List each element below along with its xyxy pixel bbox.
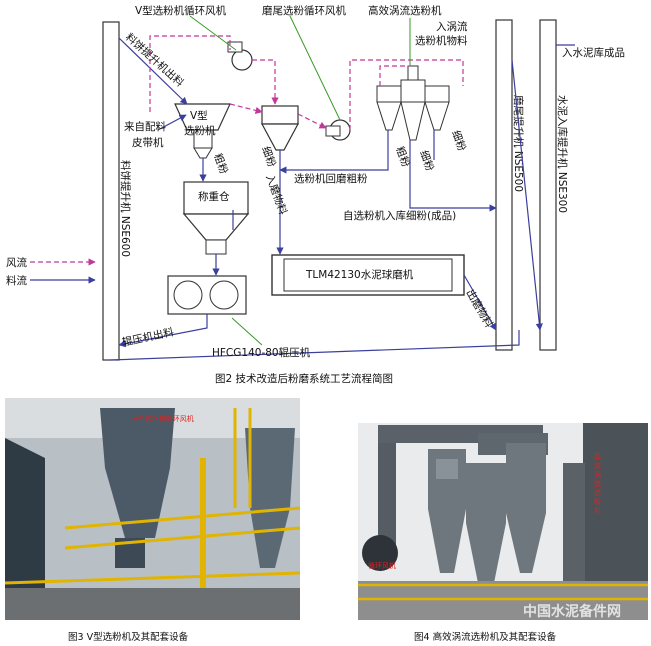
cement-elevator (539, 19, 557, 351)
roller-press (167, 275, 247, 315)
cement-elevator-label: 水泥入库提升机 NSE300 (556, 95, 569, 213)
into-separator-label2: 选粉机物料 (415, 34, 468, 47)
coarse-label-1: 粗粉 (211, 152, 231, 177)
watermark: 中国水泥备件网 (523, 604, 621, 620)
legend-material-label: 料流 (6, 274, 27, 287)
figure2-caption: 图2 技术改造后粉磨系统工艺流程简图 (215, 372, 393, 385)
ball-mill (271, 254, 465, 296)
coarse-return-label: 选粉机回磨粗粉 (294, 172, 368, 185)
photo4-overlay-right: 高效涡流选粉机 (594, 453, 601, 515)
fine-label-3: 细粉 (449, 129, 469, 154)
cake-out-label: 料饼提升机出料 (123, 31, 187, 90)
mill-label: TLM42130水泥球磨机 (305, 268, 414, 281)
callout-lines (189, 15, 411, 346)
figure3-caption: 图3 V型选粉机及其配套设备 (68, 632, 189, 643)
efficient-separator-label: 高效涡流选粉机 (368, 4, 442, 17)
photo4-overlay-left: 循环风机 (368, 562, 396, 570)
efficient-separator (376, 65, 450, 141)
mill-out-label: 出磨物料 (463, 287, 496, 330)
into-mill-label: 入磨物料 (263, 173, 290, 217)
belt-label: 皮带机 (132, 136, 164, 149)
v-separator-label2: 选粉机 (184, 124, 216, 137)
cake-elevator-label: 料饼提升机 NSE600 (119, 160, 132, 257)
v-separator-photo: V型选粉机循环风机 (5, 398, 300, 620)
v-separator (174, 103, 231, 159)
tail-fan-label: 磨尾选粉循环风机 (262, 4, 346, 17)
process-flow-diagram: 料饼提升机 NSE600 磨尾提升机 NSE500 水泥入库提升机 NSE300… (6, 4, 625, 385)
roller-press-label: HFCG140-80辊压机 (212, 346, 311, 359)
v-separator-label: V型 (190, 109, 208, 122)
tail-elevator (495, 19, 513, 351)
tail-fan (325, 119, 351, 141)
from-belt-label: 来自配料 (124, 120, 166, 133)
into-separator-label: 入涡流 (436, 20, 468, 33)
photo3-overlay-text: V型选粉机循环风机 (133, 415, 194, 423)
cake-elevator (102, 21, 120, 361)
weigh-bin-label: 称重仓 (198, 190, 230, 203)
into-silo-label: 入水泥库成品 (562, 46, 625, 59)
v-fan (227, 41, 253, 71)
weigh-bin (182, 181, 250, 255)
efficient-separator-photo: 循环风机 高效涡流选粉机 中国水泥备件网 (358, 423, 648, 620)
air-flow-lines (30, 35, 464, 266)
press-out-label: 辊压机出料 (121, 325, 176, 349)
tail-cyclone (260, 105, 300, 151)
v-fan-label: V型选粉机循环风机 (135, 4, 227, 17)
product-label: 自选粉机入库细粉(成品) (343, 209, 456, 222)
tail-elevator-label: 磨尾提升机 NSE500 (512, 95, 525, 192)
figure4-caption: 图4 高效涡流选粉机及其配套设备 (414, 632, 557, 643)
legend-air-label: 风流 (6, 256, 27, 269)
material-flow-lines (30, 37, 575, 361)
